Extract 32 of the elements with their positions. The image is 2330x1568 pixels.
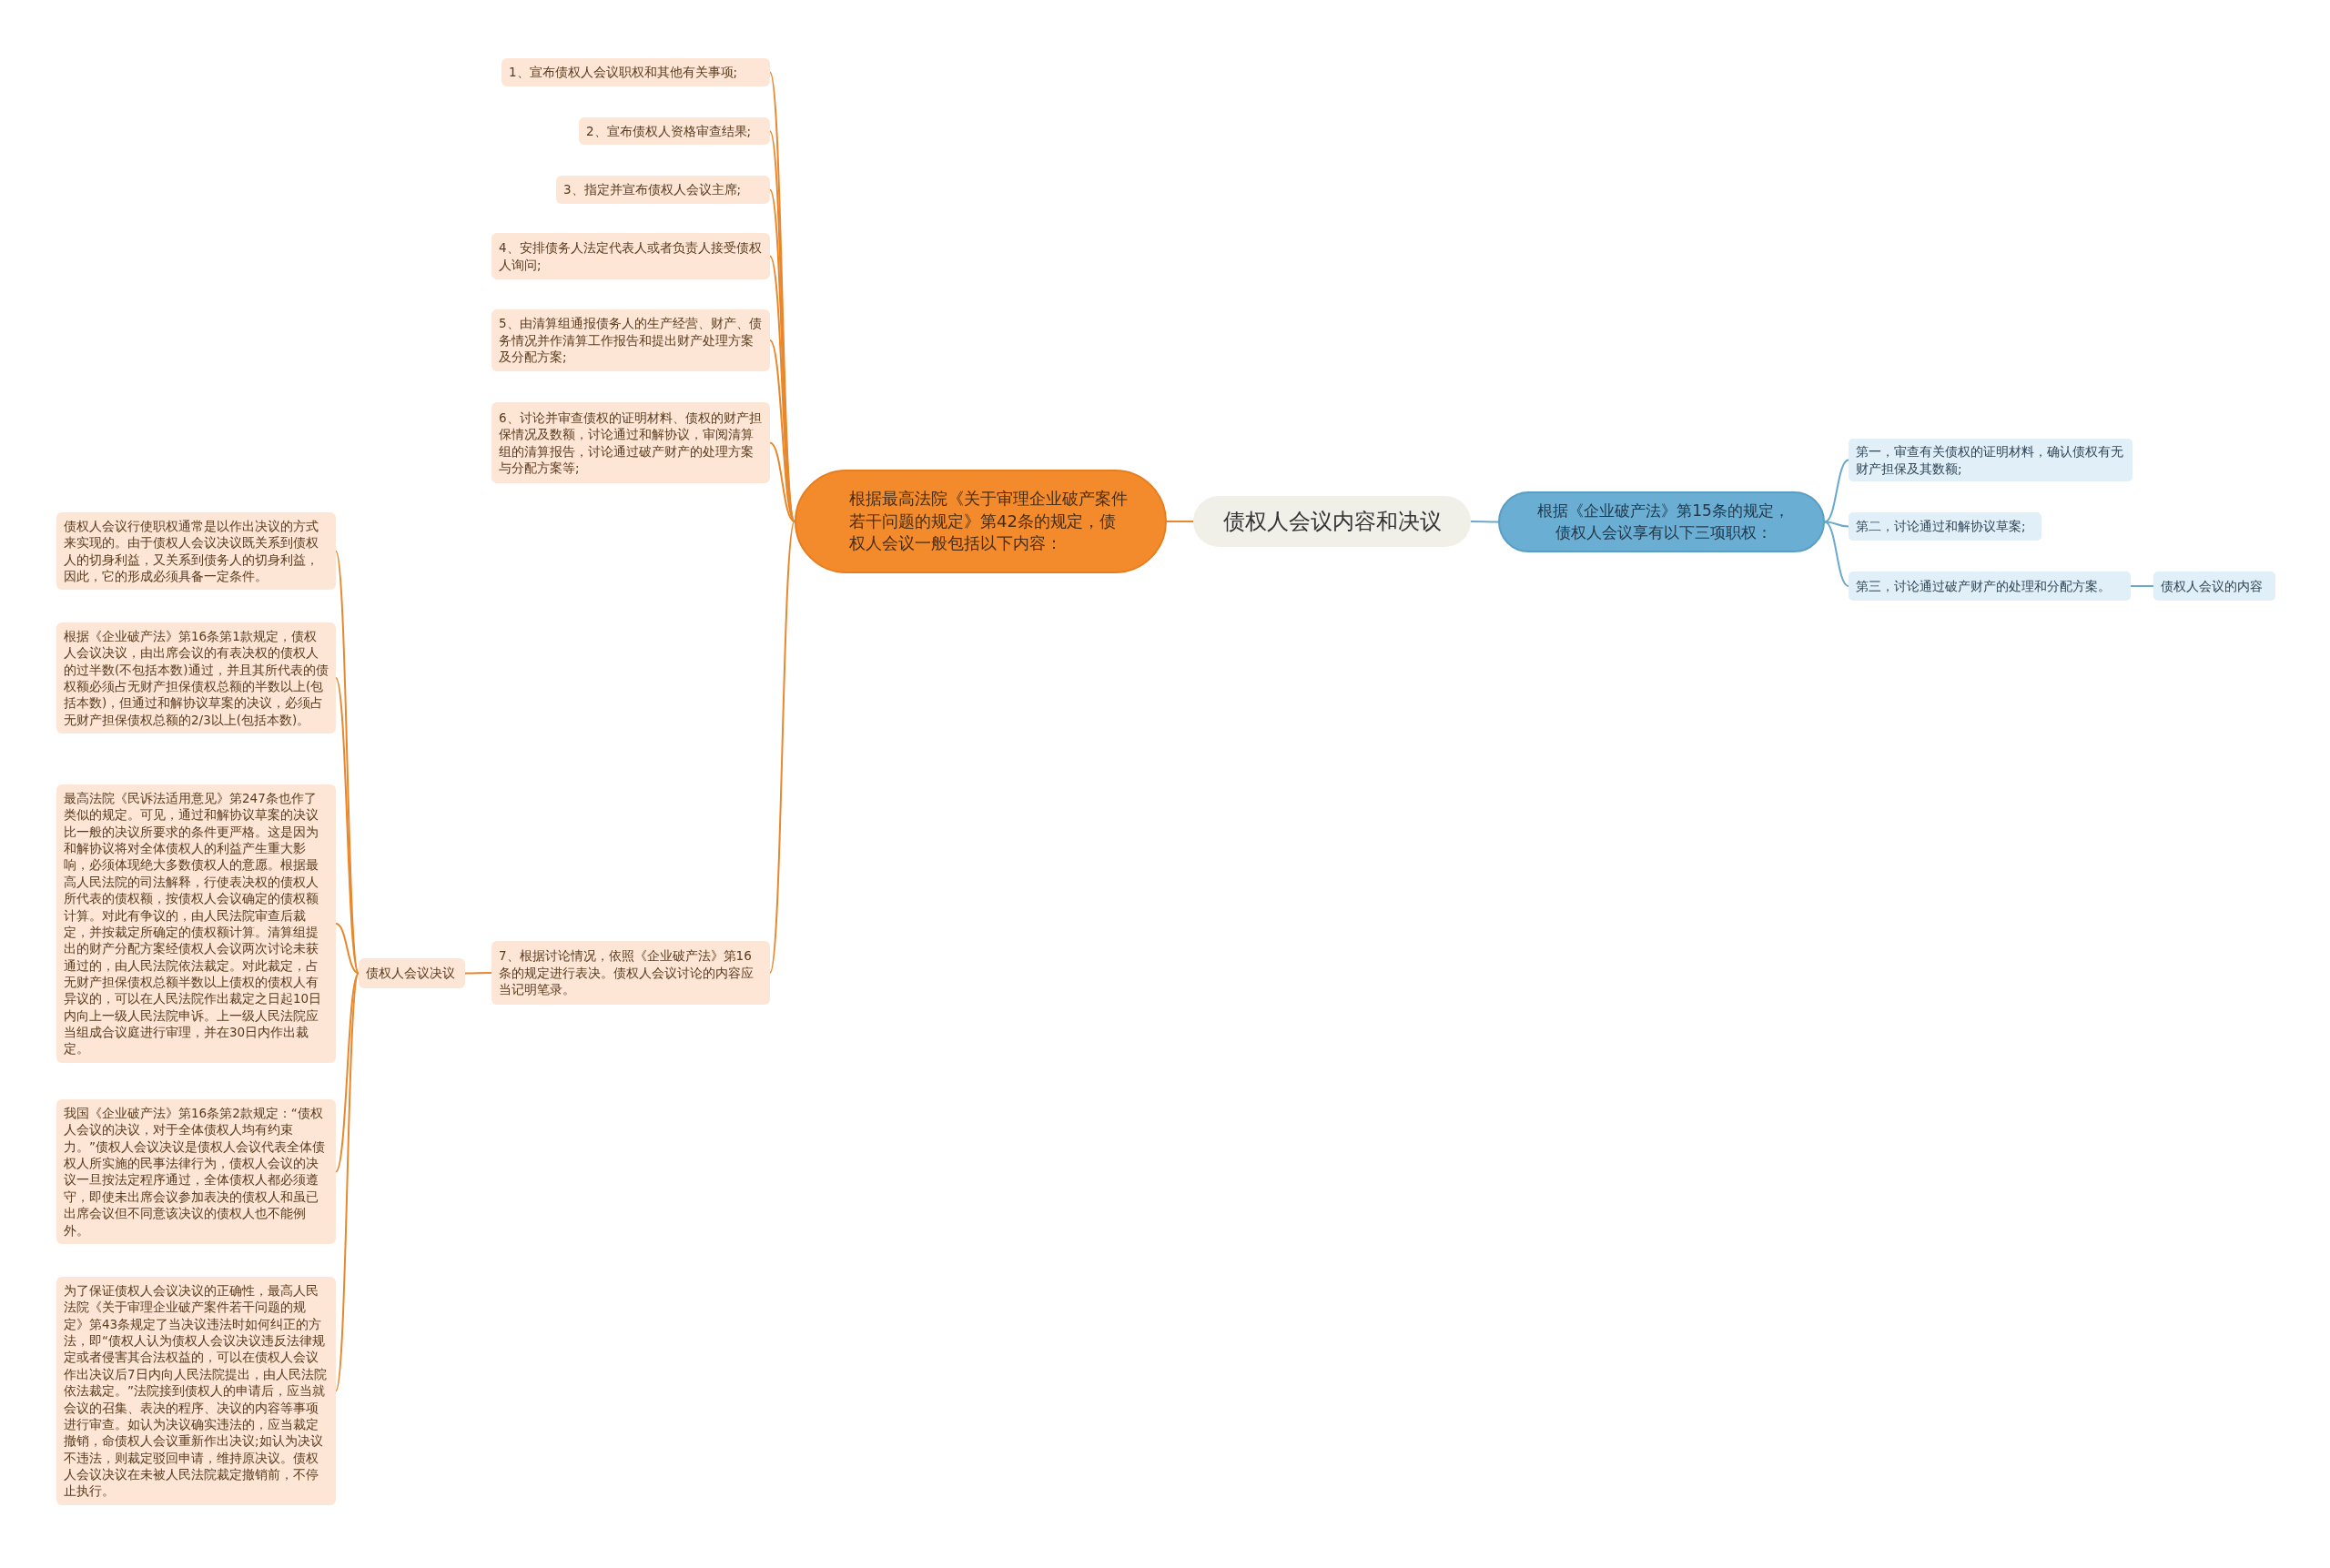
topic-pill: 根据《企业破产法》第15条的规定，债权人会议享有以下三项职权： — [1498, 491, 1825, 552]
connector-line — [1166, 521, 1194, 522]
topic-card: 7、根据讨论情况，依照《企业破产法》第16条的规定进行表决。债权人会议讨论的内容应当记明笔录。 — [491, 941, 770, 1005]
connector-line — [1824, 521, 1849, 587]
connector-line — [335, 677, 360, 975]
topic-card: 6、讨论并审查债权的证明材料、债权的财产担保情况及数额，讨论通过和解协议，审阅清算组的清算报告，讨论通过破产财产的处理方案与分配方案等; — [491, 402, 770, 483]
topic-card: 第二，讨论通过和解协议草案; — [1849, 512, 2041, 541]
topic-card: 第三，讨论通过破产财产的处理和分配方案。 — [1849, 572, 2131, 601]
connector-line — [1824, 459, 1849, 523]
topic-card: 1、宣布债权人会议职权和其他有关事项; — [501, 58, 770, 86]
connector-line — [335, 972, 360, 1392]
topic-card: 2、宣布债权人资格审查结果; — [579, 117, 770, 146]
topic-card: 5、由清算组通报债务人的生产经营、财产、债务情况并作清算工作报告和提出财产处理方案及分配方案; — [491, 309, 770, 371]
connector-line — [335, 972, 360, 1173]
note-card: 为了保证债权人会议决议的正确性，最高人民法院《关于审理企业破产案件若干问题的规定》第43条规定了当决议违法时如何纠正的方法，即“债权人认为债权人会议决议违反法律规定或者侵害其合法权益的，可以在债权人会议作出决议后7日内向人民法院提出，由人民法院依法裁定。”法院接到债权人的申请后，应当就会议的召集、表决的程序、决议的内容等事项进行审查。如认为决议确实违法的，应当裁定撤销，命债权人会议重新作出决议;如认为决议不违法，则裁定驳回申请，维持原决议。债权人会议决议在未被人民法院裁定撤销前，不停止执行。 — [56, 1277, 336, 1505]
topic-card: 第一，审查有关债权的证明材料，确认债权有无财产担保及其数额; — [1849, 439, 2132, 481]
topic-card: 债权人会议决议 — [359, 958, 465, 988]
central-topic: 债权人会议内容和决议 — [1193, 496, 1471, 547]
connector-line — [335, 922, 360, 975]
connector-line — [1470, 521, 1499, 523]
connector-line — [769, 521, 795, 974]
note-card: 我国《企业破产法》第16条第2款规定：“债权人会议的决议，对于全体债权人均有约束力。”债权人会议决议是债权人会议代表全体债权人所实施的民事法律行为，债权人会议的决议一旦按法定程序通过，全体债权人都必须遵守，即使未出席会议参加表决的债权人和虽已出席会议但不同意该决议的债权人也不能例外。 — [56, 1099, 336, 1244]
note-card: 根据《企业破产法》第16条第1款规定，债权人会议决议，由出席会议的有表决权的债权人的过半数(不包括本数)通过，并且其所代表的债权额必须占无财产担保债权总额的半数以上(包括本数)，但通过和解协议草案的决议，必须占无财产担保债权总额的2/3以上(包括本数)。 — [56, 622, 336, 734]
topic-card: 债权人会议的内容 — [2153, 572, 2275, 601]
note-card: 最高法院《民诉法适用意见》第247条也作了类似的规定。可见，通过和解协议草案的决议比一般的决议所要求的条件更严格。这是因为和解协议将对全体债权人的利益产生重大影响，必须体现绝大多数债权人的意愿。根据最高人民法院的司法解释，行使表决权的债权人所代表的债权额，按债权人会议确定的债权额计算。对此有争议的，由人民法院审查后裁定，并按裁定所确定的债权额计算。清算组提出的财产分配方案经债权人会议两次讨论未获通过的，由人民法院依法裁定。对此裁定，占无财产担保债权总额半数以上债权的债权人有异议的，可以在人民法院作出裁定之日起10日内向上一级人民法院申诉。上一级人民法院应当组成合议庭进行审理，并在30日内作出裁定。 — [56, 784, 336, 1063]
connector-line — [464, 972, 492, 975]
topic-card: 4、安排债务人法定代表人或者负责人接受债权人询问; — [491, 233, 770, 279]
connector-line — [769, 441, 795, 522]
connector-line — [2130, 585, 2154, 587]
note-card: 债权人会议行使职权通常是以作出决议的方式来实现的。由于债权人会议决议既关系到债权人的切身利益，又关系到债务人的切身利益，因此，它的形成必须具备一定条件。 — [56, 512, 336, 591]
topic-pill: 根据最高法院《关于审理企业破产案件若干问题的规定》第42条的规定，债权人会议一般包括以下内容： — [795, 470, 1167, 573]
topic-card: 3、指定并宣布债权人会议主席; — [556, 176, 770, 204]
